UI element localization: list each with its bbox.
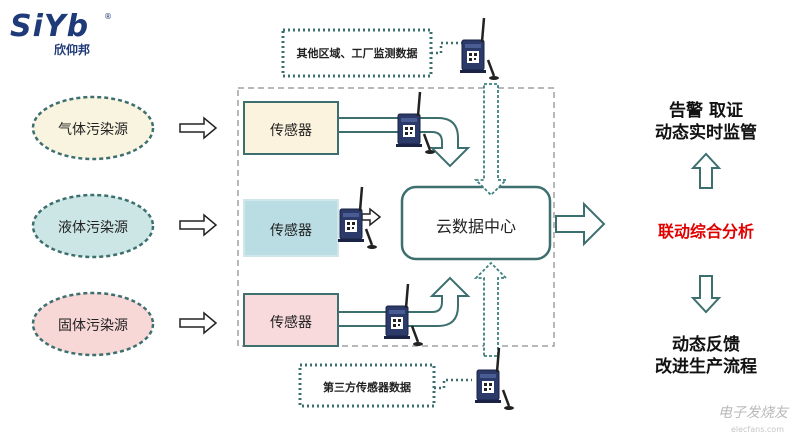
source-gas-ellipse xyxy=(31,95,155,161)
watermark-text: 电子发烧友 xyxy=(718,405,788,421)
arrow-cloud-to-analysis xyxy=(555,201,606,247)
logo-subtitle: 欣仰邦 xyxy=(54,43,91,57)
connector-top xyxy=(431,41,463,55)
sensor-box-solid xyxy=(243,293,339,347)
source-arrows xyxy=(179,116,218,335)
arrow-solid-to-cloud xyxy=(337,276,471,327)
cloud-label: 云数据中心 xyxy=(435,217,516,236)
source-liquid-label: 液体污染源 xyxy=(58,220,128,236)
alarm-label-line1: 告警 取证 xyxy=(669,101,743,121)
arrow-top-to-cloud xyxy=(473,83,509,197)
arrow-gas-to-cloud xyxy=(337,117,471,168)
source-gas-label: 气体污染源 xyxy=(58,122,128,138)
analysis-label: 联动综合分析 xyxy=(657,222,754,241)
source-solid-ellipse xyxy=(31,291,155,357)
sensor-box-liquid xyxy=(243,199,339,257)
third-party-data-box xyxy=(298,363,436,408)
third-party-data-label: 第三方传感器数据 xyxy=(323,381,411,394)
feedback-label-line1: 动态反馈 xyxy=(672,335,740,355)
arrow-up-to-alarm xyxy=(690,152,722,189)
arrow-liquid-out xyxy=(361,207,382,227)
source-liquid-ellipse xyxy=(31,193,155,259)
connector-bottom xyxy=(434,378,472,390)
router-icon-bottom xyxy=(473,346,516,412)
cloud-data-center-box xyxy=(400,185,552,261)
arrow-liquid xyxy=(179,213,218,237)
system-boundary-frame xyxy=(237,87,555,347)
source-solid-label: 固体污染源 xyxy=(58,318,128,334)
arrow-gas xyxy=(179,116,218,140)
logo-registered-mark: ® xyxy=(104,12,112,21)
sensor-solid-label: 传感器 xyxy=(270,315,312,331)
company-logo: SiYb ® 欣仰邦 xyxy=(10,10,118,58)
other-data-label: 其他区域、工厂监测数据 xyxy=(296,47,418,60)
logo-mark: SiYb xyxy=(10,9,90,44)
router-icon-top xyxy=(458,16,501,82)
sensor-gas-label: 传感器 xyxy=(270,123,312,139)
sensor-liquid-label: 传感器 xyxy=(270,223,312,239)
arrow-down-to-feedback xyxy=(690,275,722,314)
feedback-label-line2: 改进生产流程 xyxy=(655,357,757,377)
watermark-url: elecfans.com xyxy=(730,425,784,434)
alarm-label-line2: 动态实时监管 xyxy=(655,123,757,143)
arrow-solid xyxy=(179,311,218,335)
sensor-box-gas xyxy=(243,101,339,155)
arrow-bottom-to-cloud xyxy=(473,261,509,357)
